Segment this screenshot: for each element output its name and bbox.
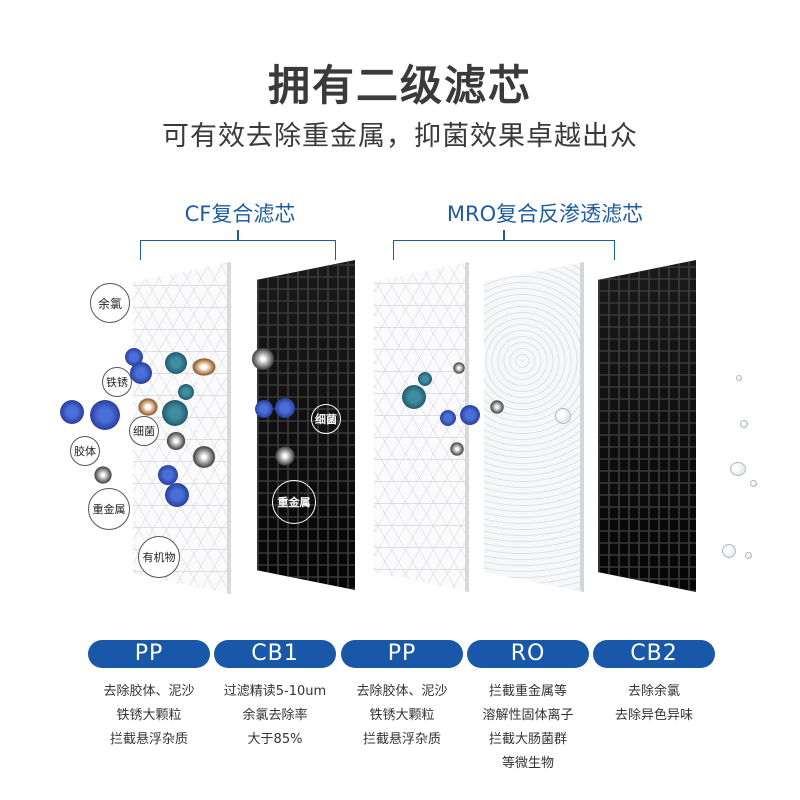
desc-line: 铁锈大颗粒 <box>369 708 435 723</box>
particle-icon <box>94 466 112 484</box>
virus-icon <box>460 405 480 425</box>
desc-line: 过滤精读5-10um <box>223 684 327 699</box>
desc-line: 拦截大肠菌群 <box>488 732 567 747</box>
stage-description: 拦截重金属等 溶解性固体离子 拦截大肠菌群 等微生物 <box>467 680 589 776</box>
desc-line: 铁锈大颗粒 <box>116 708 182 723</box>
stage-ro: RO 拦截重金属等 溶解性固体离子 拦截大肠菌群 等微生物 <box>467 640 589 776</box>
stage-badge: PP <box>341 640 463 668</box>
stage-cb2: CB2 去除余氯 去除异色异味 <box>593 640 715 728</box>
label-organic-matter: 有机物 <box>138 536 180 578</box>
water-drop-icon <box>745 552 752 559</box>
virus-icon <box>440 410 456 426</box>
virus-icon <box>178 384 194 400</box>
stage-cb1: CB1 过滤精读5-10um 余氯去除率 大于85% <box>214 640 336 752</box>
desc-line: 溶解性固体离子 <box>482 708 574 723</box>
virus-icon <box>125 348 143 366</box>
group-label-cf: CF复合滤芯 <box>184 202 296 226</box>
particle-icon <box>251 348 275 370</box>
particle-icon <box>192 358 216 376</box>
bracket-stem-mro <box>503 230 505 240</box>
filter-panel-pp-2 <box>374 262 469 592</box>
water-drop-icon <box>730 462 746 476</box>
desc-line: 大于85% <box>247 732 303 747</box>
label-heavy-metal: 重金属 <box>88 488 130 530</box>
desc-line: 拦截悬浮杂质 <box>362 732 441 747</box>
virus-icon <box>162 400 188 426</box>
virus-icon <box>165 352 187 374</box>
virus-icon <box>165 483 189 507</box>
desc-line: 拦截悬浮杂质 <box>109 732 188 747</box>
stage-badge: CB1 <box>214 640 336 668</box>
desc-line: 去除胶体、泥沙 <box>356 684 448 699</box>
stage-pp-2: PP 去除胶体、泥沙 铁锈大颗粒 拦截悬浮杂质 <box>341 640 463 752</box>
virus-icon <box>402 385 426 409</box>
label-bacteria: 细菌 <box>129 416 159 446</box>
virus-icon <box>255 400 273 418</box>
water-drop-icon <box>740 420 748 428</box>
particle-icon <box>275 446 295 466</box>
particle-icon <box>490 400 504 414</box>
stage-badge: RO <box>467 640 589 668</box>
desc-line: 去除胶体、泥沙 <box>103 684 195 699</box>
virus-icon <box>60 400 84 424</box>
particle-icon <box>453 362 465 374</box>
stage-description: 去除余氯 去除异色异味 <box>593 680 715 728</box>
stage-description: 去除胶体、泥沙 铁锈大颗粒 拦截悬浮杂质 <box>88 680 210 752</box>
stage-pp-1: PP 去除胶体、泥沙 铁锈大颗粒 拦截悬浮杂质 <box>88 640 210 752</box>
stage-description: 去除胶体、泥沙 铁锈大颗粒 拦截悬浮杂质 <box>341 680 463 752</box>
bracket-mro <box>393 240 615 260</box>
desc-line: 去除异色异味 <box>614 708 693 723</box>
desc-line: 去除余氯 <box>627 684 680 699</box>
virus-icon <box>275 398 295 418</box>
filter-panel-cb2 <box>598 260 696 592</box>
label-heavy-metal-carbon: 重金属 <box>272 480 316 524</box>
page-title: 拥有二级滤芯 <box>267 61 532 110</box>
desc-line: 拦截重金属等 <box>488 684 567 699</box>
label-residual-chlorine: 余氯 <box>90 283 130 323</box>
label-colloid: 胶体 <box>70 436 100 466</box>
particle-icon <box>138 398 158 416</box>
water-drop-icon <box>736 375 742 381</box>
bracket-stem-cf <box>237 230 239 240</box>
desc-line: 余氯去除率 <box>242 708 308 723</box>
label-bacteria-carbon: 细菌 <box>311 404 341 434</box>
filter-panel-cb1 <box>257 260 355 590</box>
stage-description: 过滤精读5-10um 余氯去除率 大于85% <box>214 680 336 752</box>
label-rust: 铁锈 <box>102 367 132 397</box>
water-drop-icon <box>722 544 736 558</box>
water-drop-icon <box>555 408 571 424</box>
particle-icon <box>450 442 464 456</box>
stage-badge: CB2 <box>593 640 715 668</box>
virus-icon <box>418 372 432 386</box>
water-drop-icon <box>750 480 757 487</box>
virus-icon <box>130 362 152 384</box>
virus-icon <box>90 400 120 430</box>
particle-icon <box>166 432 186 450</box>
bracket-cf <box>140 240 336 260</box>
particle-icon <box>192 446 216 468</box>
virus-icon <box>158 465 178 485</box>
group-label-mro: MRO复合反渗透滤芯 <box>446 202 644 226</box>
filter-panel-ro <box>484 262 584 592</box>
desc-line: 等微生物 <box>501 756 554 771</box>
page-subtitle: 可有效去除重金属，抑菌效果卓越出众 <box>162 121 638 152</box>
stage-badge: PP <box>88 640 210 668</box>
